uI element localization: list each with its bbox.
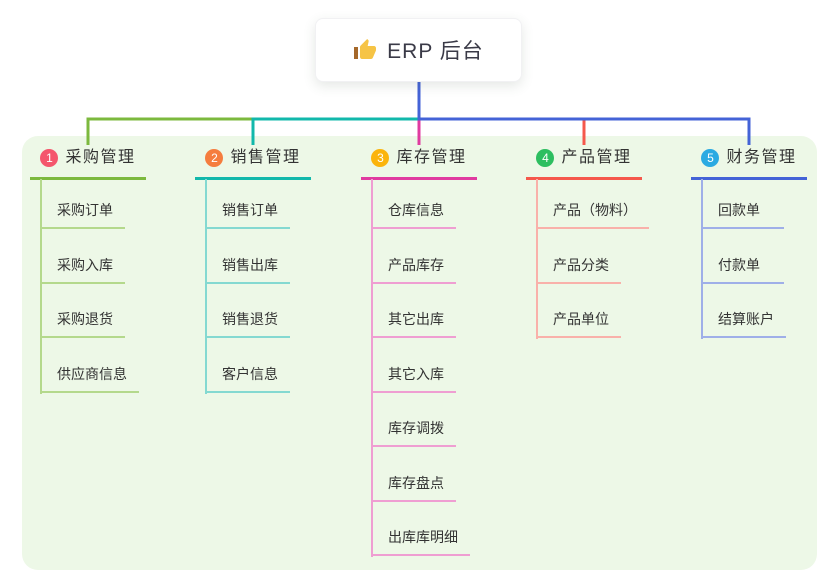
- child-node[interactable]: 销售订单: [205, 199, 290, 229]
- branch-spine-line: [205, 179, 207, 394]
- child-label: 仓库信息: [388, 202, 444, 218]
- branch-head-2[interactable]: 2 销售管理: [195, 146, 311, 180]
- child-label: 产品分类: [553, 257, 609, 273]
- child-label: 销售出库: [222, 257, 278, 273]
- mindmap-panel: [22, 136, 817, 570]
- branch-head-3[interactable]: 3 库存管理: [361, 146, 477, 180]
- child-label: 客户信息: [222, 366, 278, 382]
- child-node[interactable]: 库存盘点: [371, 472, 456, 502]
- child-node[interactable]: 仓库信息: [371, 199, 456, 229]
- branch-number-badge: 1: [40, 149, 59, 167]
- branch-spine-line: [536, 179, 538, 339]
- child-label: 库存调拨: [388, 420, 444, 436]
- child-node[interactable]: 出库库明细: [371, 526, 470, 556]
- child-node[interactable]: 其它出库: [371, 308, 456, 338]
- branch-head-5[interactable]: 5 财务管理: [691, 146, 807, 180]
- child-label: 销售退货: [222, 311, 278, 327]
- branch-spine-line: [40, 179, 42, 394]
- branch-number-badge: 2: [205, 149, 224, 167]
- root-node[interactable]: ERP 后台: [315, 18, 522, 82]
- child-node[interactable]: 产品（物料）: [536, 199, 649, 229]
- branch-number-badge: 5: [701, 149, 720, 167]
- child-node[interactable]: 回款单: [701, 199, 784, 229]
- child-node[interactable]: 产品单位: [536, 308, 621, 338]
- child-label: 其它入库: [388, 366, 444, 382]
- child-node[interactable]: 采购订单: [40, 199, 125, 229]
- child-node[interactable]: 产品分类: [536, 254, 621, 284]
- root-label: ERP 后台: [387, 40, 484, 63]
- child-label: 采购入库: [57, 257, 113, 273]
- branch-label: 财务管理: [726, 149, 797, 166]
- child-node[interactable]: 其它入库: [371, 363, 456, 393]
- child-node[interactable]: 销售退货: [205, 308, 290, 338]
- child-label: 库存盘点: [388, 475, 444, 491]
- branch-label: 销售管理: [230, 149, 301, 166]
- child-label: 销售订单: [222, 202, 278, 218]
- child-node[interactable]: 付款单: [701, 254, 784, 284]
- child-label: 结算账户: [718, 311, 774, 327]
- branch-label: 产品管理: [561, 149, 632, 166]
- branch-label: 库存管理: [396, 149, 467, 166]
- branch-spine-line: [371, 179, 373, 557]
- child-label: 采购订单: [57, 202, 113, 218]
- child-node[interactable]: 供应商信息: [40, 363, 139, 393]
- branch-head-1[interactable]: 1 采购管理: [30, 146, 146, 180]
- child-node[interactable]: 产品库存: [371, 254, 456, 284]
- branch-number-badge: 3: [371, 149, 390, 167]
- child-node[interactable]: 库存调拨: [371, 417, 456, 447]
- child-label: 付款单: [718, 257, 760, 273]
- child-label: 出库库明细: [388, 529, 458, 545]
- child-node[interactable]: 采购退货: [40, 308, 125, 338]
- branch-label: 采购管理: [65, 149, 136, 166]
- child-label: 回款单: [718, 202, 760, 218]
- child-node[interactable]: 采购入库: [40, 254, 125, 284]
- child-node[interactable]: 客户信息: [205, 363, 290, 393]
- branch-number-badge: 4: [536, 149, 555, 167]
- branch-head-4[interactable]: 4 产品管理: [526, 146, 642, 180]
- child-label: 其它出库: [388, 311, 444, 327]
- child-label: 供应商信息: [57, 366, 127, 382]
- branch-spine-line: [701, 179, 703, 339]
- child-label: 产品（物料）: [553, 202, 637, 218]
- child-label: 采购退货: [57, 311, 113, 327]
- child-label: 产品单位: [553, 311, 609, 327]
- child-node[interactable]: 结算账户: [701, 308, 786, 338]
- thumbs-up-icon: [353, 38, 377, 62]
- child-node[interactable]: 销售出库: [205, 254, 290, 284]
- child-label: 产品库存: [388, 257, 444, 273]
